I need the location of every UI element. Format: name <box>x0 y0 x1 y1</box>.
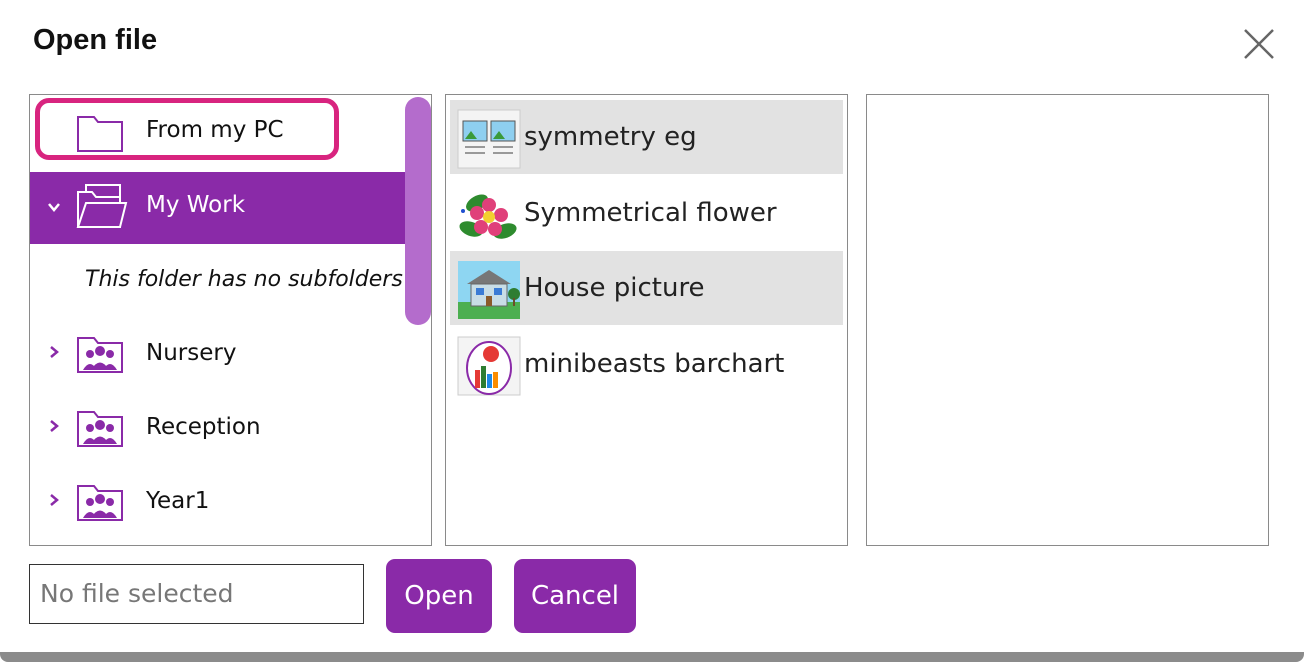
chevron-right-icon <box>50 420 59 432</box>
folder-label-from-my-pc: From my PC <box>146 117 284 143</box>
flower-thumbnail <box>459 194 517 239</box>
file-list-pane: symmetry eg Symmetrical flower <box>445 94 848 546</box>
file-item-house-picture[interactable]: House picture <box>450 251 843 325</box>
file-item-symmetrical-flower[interactable]: Symmetrical flower <box>450 176 843 250</box>
close-icon <box>1244 29 1274 59</box>
group-folder-icon <box>77 485 123 521</box>
selected-file-field[interactable]: No file selected <box>29 564 364 624</box>
folder-label-reception: Reception <box>146 414 261 440</box>
folder-item-year1[interactable]: Year1 <box>30 468 405 542</box>
file-name: symmetry eg <box>524 122 697 152</box>
file-name: House picture <box>524 273 705 303</box>
close-button[interactable] <box>1240 25 1278 63</box>
house-thumbnail <box>458 261 520 319</box>
chevron-right-icon <box>50 494 59 506</box>
folder-item-reception[interactable]: Reception <box>30 394 405 468</box>
group-folder-icon <box>77 337 123 373</box>
file-item-symmetry-eg[interactable]: symmetry eg <box>450 100 843 174</box>
file-item-minibeasts-barchart[interactable]: minibeasts barchart <box>450 327 843 401</box>
file-name: minibeasts barchart <box>524 349 785 379</box>
chevron-down-icon <box>48 203 60 212</box>
no-subfolders-message: This folder has no subfolders <box>85 267 403 292</box>
chevron-right-icon <box>50 346 59 358</box>
folder-item-from-my-pc[interactable]: From my PC <box>30 95 405 171</box>
folder-label-my-work: My Work <box>146 192 246 218</box>
cancel-button[interactable]: Cancel <box>514 559 636 633</box>
open-folder-icon <box>76 184 128 228</box>
dialog-title: Open file <box>33 24 158 56</box>
folder-item-my-work[interactable]: My Work <box>30 172 405 244</box>
file-name: Symmetrical flower <box>524 198 777 228</box>
from-my-pc-highlight <box>35 98 339 160</box>
dialog-bottom-edge <box>0 652 1304 662</box>
symmetry-thumbnail <box>457 109 521 169</box>
file-preview-pane <box>866 94 1269 546</box>
folder-label-nursery: Nursery <box>146 340 237 366</box>
folder-scrollbar[interactable] <box>405 97 431 325</box>
folder-label-year1: Year1 <box>146 488 210 514</box>
open-button[interactable]: Open <box>386 559 492 633</box>
folder-item-nursery[interactable]: Nursery <box>30 320 405 394</box>
barchart-thumbnail <box>457 336 521 396</box>
folder-icon <box>77 116 123 152</box>
folder-tree-pane: From my PC My Work This folder has no su… <box>29 94 432 546</box>
group-folder-icon <box>77 411 123 447</box>
